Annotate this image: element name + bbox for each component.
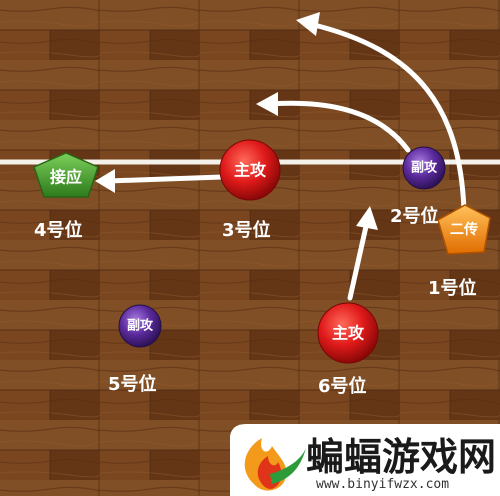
middle-back-arrow	[267, 100, 411, 153]
pentagon-orange-shape	[437, 204, 491, 255]
middle-front-label: 副攻	[411, 160, 438, 176]
setter-label: 二传	[450, 221, 478, 238]
flame-logo-icon	[244, 438, 306, 491]
watermark-url: www.binyifwzx.com	[316, 477, 449, 492]
position-3-label: 3号位	[222, 219, 271, 241]
position-5-label: 5号位	[108, 373, 157, 395]
movement-arrows	[95, 12, 467, 301]
main-attacker-front-label: 主攻	[234, 161, 267, 180]
player-middle-front: 副攻	[402, 146, 446, 190]
pass-to-receiver-arrow	[105, 174, 225, 184]
pentagon-green-shape	[33, 152, 99, 198]
position-2-label: 2号位	[390, 205, 439, 227]
player-main-attacker-front: 主攻	[219, 139, 281, 201]
watermark-title: 蝙蝠游戏网	[306, 435, 496, 479]
watermark-banner: 蝙蝠游戏网 www.binyifwzx.com	[230, 424, 500, 496]
player-receiver: 接应	[33, 152, 99, 198]
position-4-label: 4号位	[34, 219, 83, 241]
middle-back-label: 副攻	[127, 318, 154, 334]
back-attack-arrow	[347, 219, 370, 301]
player-setter: 二传	[437, 204, 491, 255]
setter-run-arrow	[307, 21, 467, 213]
position-1-label: 1号位	[428, 277, 477, 299]
receiver-label: 接应	[50, 168, 82, 187]
player-middle-back: 副攻	[118, 304, 162, 348]
player-main-attacker-back: 主攻	[317, 302, 379, 364]
position-6-label: 6号位	[318, 375, 367, 397]
main-attacker-back-label: 主攻	[332, 324, 365, 343]
